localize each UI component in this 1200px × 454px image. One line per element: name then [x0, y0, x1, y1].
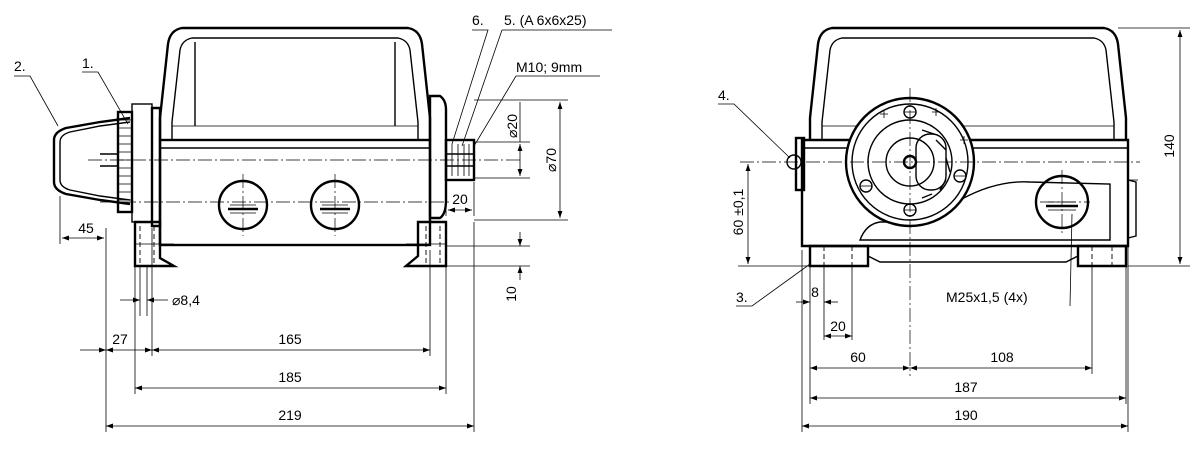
callout-5: 5. (A 6x6x25): [504, 12, 587, 28]
label-8: 8: [811, 284, 819, 300]
callout-2: 2.: [14, 58, 26, 74]
left-view: [14, 26, 612, 432]
label-60-tol: 60 ±0,1: [730, 188, 746, 235]
label-60: 60: [850, 349, 866, 365]
right-foot-left: [808, 244, 870, 268]
label-27: 27: [112, 331, 128, 347]
label-hole-dia: ⌀8,4: [172, 292, 200, 308]
callout-3: 3.: [736, 289, 748, 305]
right-cover: [808, 26, 1128, 140]
label-45: 45: [78, 220, 94, 236]
left-handwheel-cover: [52, 103, 153, 223]
left-foot-right: [402, 220, 448, 268]
label-185: 185: [278, 369, 302, 385]
label-140: 140: [1161, 134, 1177, 158]
label-20-right: 20: [830, 318, 846, 334]
label-190: 190: [954, 407, 978, 423]
left-housing-body: [158, 138, 432, 247]
label-187: 187: [954, 379, 978, 395]
right-foot-right: [1076, 244, 1128, 268]
label-10: 10: [503, 286, 519, 302]
callout-6: 6.: [472, 12, 484, 28]
thread-label-right: M25x1,5 (4x): [946, 289, 1028, 305]
label-dia-20: ⌀20: [504, 114, 520, 138]
thread-label-left: M10; 9mm: [516, 59, 582, 75]
left-flange: [150, 106, 162, 228]
label-dia-70: ⌀70: [543, 148, 559, 172]
left-cover: [158, 26, 432, 140]
labels: 2. 1. 6. 5. (A 6x6x25) M10; 9mm ⌀20 ⌀70 …: [14, 12, 1177, 423]
label-165: 165: [278, 331, 302, 347]
label-108: 108: [990, 349, 1014, 365]
callout-1: 1.: [82, 55, 94, 71]
label-219: 219: [278, 407, 302, 423]
callout-4: 4.: [718, 87, 730, 103]
left-foot-left: [133, 220, 179, 268]
label-20-left: 20: [452, 191, 468, 207]
right-view: [718, 26, 1190, 432]
